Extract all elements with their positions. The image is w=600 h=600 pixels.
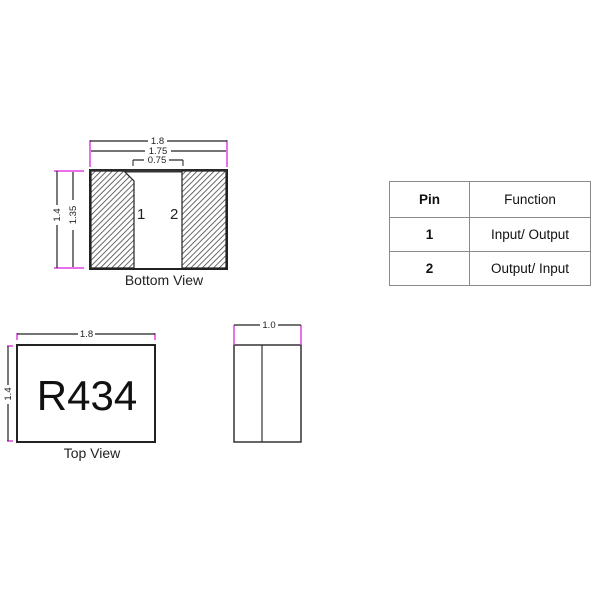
side-view: 1.0 — [233, 320, 302, 443]
table-row: 2 Output/ Input — [389, 251, 591, 286]
pin-function-table: Pin Function 1 Input/ Output 2 Output/ I… — [389, 181, 591, 286]
svg-text:1.0: 1.0 — [262, 320, 275, 331]
pin-number: 1 — [389, 217, 470, 252]
side-view-body-outline — [233, 344, 302, 443]
dim-side-width: 1.0 — [233, 320, 302, 345]
table-header-row: Pin Function — [389, 181, 591, 218]
pad-1 — [90, 170, 135, 269]
pin-function: Input/ Output — [469, 217, 591, 252]
dim-bottom-height-total: 1.4 — [52, 170, 84, 269]
top-view-body-outline — [16, 344, 156, 443]
pad-2-label: 2 — [170, 206, 178, 223]
dim-top-width: 1.8 — [16, 329, 156, 340]
bottom-view-caption: Bottom View — [125, 272, 204, 288]
pad-1-label: 1 — [137, 206, 145, 223]
pin-function: Output/ Input — [469, 251, 591, 286]
svg-text:1.35: 1.35 — [68, 206, 79, 225]
dim-bottom-gap: 0.75 — [132, 155, 184, 166]
svg-text:1.4: 1.4 — [3, 387, 14, 400]
pin-number: 2 — [389, 251, 470, 286]
part-marking: R434 — [37, 372, 137, 419]
dim-top-height: 1.4 — [3, 345, 14, 442]
svg-text:1.75: 1.75 — [149, 146, 168, 157]
dim-bottom-height-inner: 1.35 — [68, 172, 79, 267]
bottom-view: 1 2 1.8 1.75 0.75 — [52, 136, 228, 288]
top-view-caption: Top View — [64, 445, 121, 461]
header-function: Function — [469, 181, 591, 218]
pad-2 — [181, 170, 227, 269]
svg-text:0.75: 0.75 — [148, 155, 167, 166]
dim-bottom-width-inner: 1.75 — [91, 146, 226, 157]
top-view: R434 1.8 1.4 Top View — [3, 329, 156, 461]
svg-text:1.4: 1.4 — [52, 208, 63, 221]
svg-text:1.8: 1.8 — [151, 136, 164, 147]
svg-text:1.8: 1.8 — [80, 329, 93, 340]
header-pin: Pin — [389, 181, 470, 218]
dim-bottom-width-total: 1.8 — [89, 136, 228, 167]
table-row: 1 Input/ Output — [389, 217, 591, 252]
